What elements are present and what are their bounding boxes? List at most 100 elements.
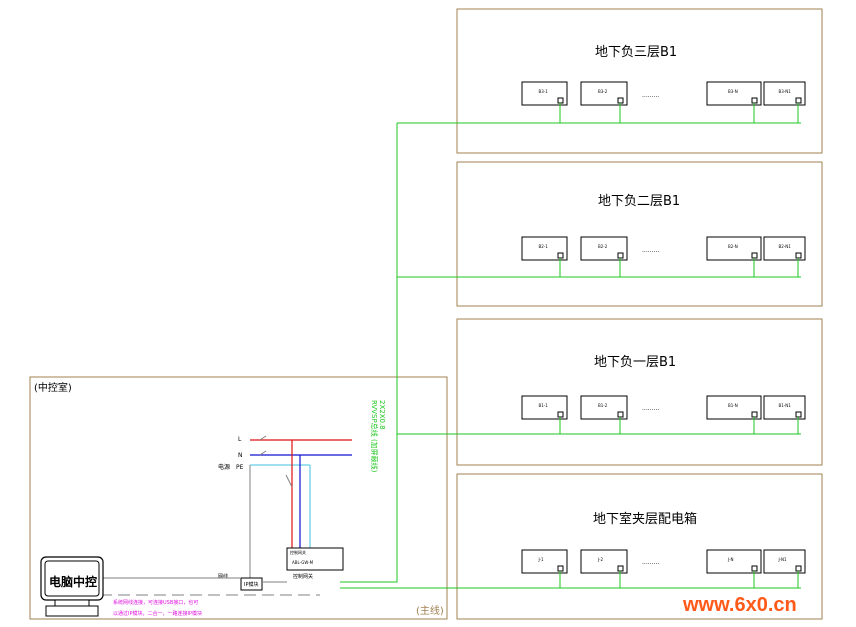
device-label: B2-N xyxy=(728,244,738,249)
computer-monitor-icon xyxy=(40,556,104,617)
device-label: J-N xyxy=(727,557,733,562)
device-box xyxy=(521,236,568,261)
device-box xyxy=(763,395,806,420)
gateway-model: ABL-GW-M xyxy=(292,560,314,565)
terminal-icon xyxy=(795,97,802,104)
device-box xyxy=(706,549,762,574)
control-room-frame xyxy=(29,376,448,620)
device-label: B1-N1 xyxy=(779,403,792,408)
device-label: J-N1 xyxy=(778,557,787,562)
floor-frame-b1 xyxy=(456,318,823,466)
floor-device: B2-1 xyxy=(521,236,568,261)
device-box xyxy=(706,81,762,106)
terminal-icon xyxy=(617,97,624,104)
ip-module xyxy=(240,577,263,591)
terminal-icon xyxy=(557,565,564,572)
device-label: B1-N xyxy=(728,403,738,408)
floor-title: 地下负一层B1 xyxy=(594,355,676,370)
breaker-switch xyxy=(285,474,293,488)
terminal-icon xyxy=(751,252,758,259)
device-ellipsis: ········· xyxy=(642,561,659,568)
bus-riser xyxy=(340,123,398,583)
floor-title: 地下负三层B1 xyxy=(595,45,677,60)
breaker-switch xyxy=(259,450,267,456)
terminal-icon xyxy=(557,411,564,418)
control-room-label: (中控室) xyxy=(34,381,72,394)
device-box xyxy=(763,549,806,574)
gateway-module xyxy=(286,547,344,571)
floor-device: B3-N xyxy=(706,81,762,106)
device-box xyxy=(580,549,628,574)
device-box xyxy=(521,395,568,420)
terminal-icon xyxy=(617,411,624,418)
power-label: 电源 xyxy=(218,463,230,471)
floor-device: B1-2 xyxy=(580,395,628,420)
terminal-icon xyxy=(795,565,802,572)
device-ellipsis: ········· xyxy=(642,407,659,414)
floor-device: B2-2 xyxy=(580,236,628,261)
device-box xyxy=(706,395,762,420)
main-line-label: (主线) xyxy=(416,604,444,617)
terminal-icon xyxy=(557,97,564,104)
device-label: B2-1 xyxy=(539,244,549,249)
device-label: B1-2 xyxy=(598,403,608,408)
device-box xyxy=(763,81,806,106)
device-ellipsis: ········· xyxy=(642,249,659,256)
device-ellipsis: ········· xyxy=(642,94,659,101)
watermark: www.6x0.cn xyxy=(682,594,797,616)
floor-device: B3-2 xyxy=(580,81,628,106)
floor-title: 地下负二层B1 xyxy=(598,194,680,209)
gateway-caption: 控制网关 xyxy=(293,573,313,580)
floor-device: J-2 xyxy=(580,549,628,574)
ip-module-label: IP模块 xyxy=(244,581,259,588)
floor-device: B3-1 xyxy=(521,81,568,106)
device-box xyxy=(580,236,628,261)
terminal-icon xyxy=(795,411,802,418)
floor-device: J-1 xyxy=(521,549,568,574)
power-N-label: N xyxy=(238,452,243,459)
device-box xyxy=(521,81,568,106)
device-label: J-2 xyxy=(597,557,603,562)
floor-device: J-N xyxy=(706,549,762,574)
floor-device: B1-N1 xyxy=(763,395,806,420)
device-label: B3-N1 xyxy=(779,89,792,94)
device-box xyxy=(706,236,762,261)
power-L-label: L xyxy=(238,436,242,443)
device-label: B3-N xyxy=(728,89,738,94)
floor-title: 地下室夹层配电箱 xyxy=(593,511,697,527)
floor-device: J-N1 xyxy=(763,549,806,574)
floor-frame-b3 xyxy=(456,8,823,154)
device-box xyxy=(580,395,628,420)
floor-frame-b2 xyxy=(456,161,823,307)
terminal-icon xyxy=(617,252,624,259)
device-box xyxy=(521,549,568,574)
floor-device: B2-N1 xyxy=(763,236,806,261)
note-line: 系统网线连接，可连接USB接口，也可 xyxy=(113,599,198,606)
floor-frame-mezzanine xyxy=(456,473,823,620)
breaker-switch xyxy=(259,435,267,441)
device-label: B1-1 xyxy=(539,403,549,408)
note-line: 以通过IP模块，二合一，一路连接IP模块 xyxy=(113,610,202,617)
device-label: B3-2 xyxy=(598,89,608,94)
network-label: 网线 xyxy=(218,573,228,580)
gateway-label: 控制网关 xyxy=(290,549,306,555)
terminal-icon xyxy=(751,411,758,418)
floor-device: B2-N xyxy=(706,236,762,261)
device-label: B3-1 xyxy=(539,89,549,94)
terminal-icon xyxy=(557,252,564,259)
bus-label: 2X2X0.8 xyxy=(378,400,386,430)
terminal-icon xyxy=(751,97,758,104)
terminal-icon xyxy=(751,565,758,572)
terminal-icon xyxy=(795,252,802,259)
device-label: B2-N1 xyxy=(779,244,792,249)
device-box xyxy=(580,81,628,106)
bus-label: RVVSP总线 (加屏蔽线) xyxy=(370,400,379,473)
device-label: B2-2 xyxy=(598,244,608,249)
device-label: J-1 xyxy=(538,557,544,562)
power-PE-label: PE xyxy=(236,464,244,471)
floor-device: B1-1 xyxy=(521,395,568,420)
floor-device: B1-N xyxy=(706,395,762,420)
device-box xyxy=(763,236,806,261)
terminal-icon xyxy=(617,565,624,572)
